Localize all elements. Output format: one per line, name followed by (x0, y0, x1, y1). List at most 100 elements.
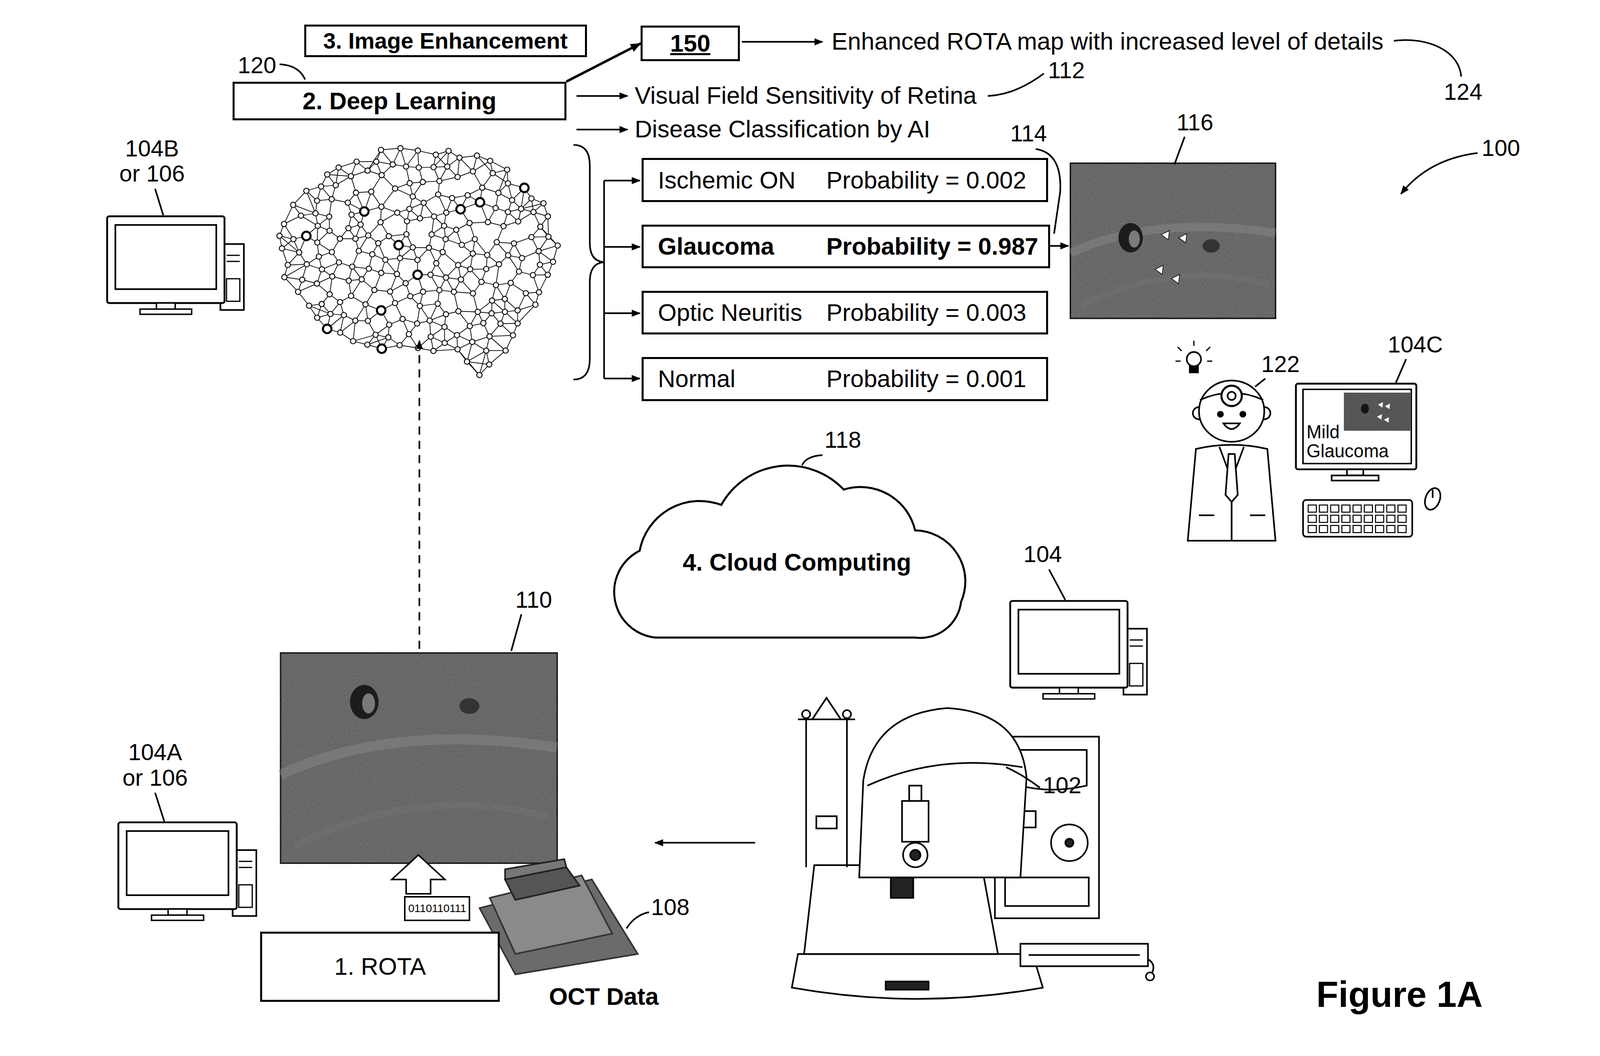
network-neuron (470, 168, 476, 175)
network-neuron (394, 240, 404, 250)
network-link (495, 264, 499, 286)
network-neuron (364, 341, 371, 348)
network-neuron (285, 262, 291, 268)
callout-number: 116 (1176, 109, 1214, 136)
network-neuron (441, 223, 448, 229)
keyboard (1303, 499, 1413, 537)
keyboard-key (1397, 525, 1407, 533)
network-neuron (486, 361, 493, 368)
network-neuron (530, 272, 536, 278)
network-neuron (315, 223, 321, 229)
network-neuron (302, 231, 311, 241)
network-neuron (368, 188, 374, 195)
computer-monitor (107, 216, 245, 314)
network-neuron (382, 257, 388, 263)
network-neuron (385, 233, 392, 240)
network-neuron (353, 189, 359, 196)
workstation (1295, 383, 1444, 537)
callout-number: 100 (1481, 135, 1521, 161)
network-neuron (296, 249, 303, 256)
keyboard-key (1386, 504, 1395, 512)
network-neuron (435, 191, 442, 198)
disc-cup (1128, 230, 1140, 248)
tie (1225, 453, 1238, 502)
network-neuron (403, 280, 409, 286)
network-neuron (417, 215, 424, 222)
monitor-neck (167, 908, 187, 915)
network-neuron (496, 261, 502, 268)
console-panel (1005, 877, 1089, 906)
eyepiece (902, 800, 929, 842)
network-neuron (316, 253, 322, 260)
chin-cup (816, 816, 838, 829)
network-neuron (420, 288, 427, 295)
network-neuron (528, 195, 535, 202)
network-neuron (486, 333, 493, 340)
annotation-text: Enhanced ROTA map with increased level o… (831, 28, 1384, 56)
network-neuron (348, 212, 355, 218)
keyboard-key (1319, 504, 1328, 512)
keyboard-key (1341, 504, 1350, 512)
mouth (1223, 423, 1241, 429)
network-link (284, 205, 294, 225)
network-neuron (355, 248, 362, 254)
network-neuron (385, 334, 391, 340)
network-neuron (493, 205, 499, 212)
annotation-text: Visual Field Sensitivity of Retina (634, 82, 977, 110)
keyboard-key (1308, 525, 1317, 533)
network-neuron (352, 236, 359, 242)
network-neuron (510, 332, 516, 338)
network-neuron (303, 187, 310, 194)
monitor-base (139, 308, 192, 314)
network-neuron (443, 311, 449, 317)
network-neuron (337, 236, 343, 242)
network-neuron (326, 291, 333, 298)
lightbulb (1186, 351, 1202, 366)
network-link (457, 349, 480, 375)
optic-disc (349, 684, 379, 719)
network-neuron (413, 270, 423, 279)
network-neuron (328, 196, 335, 203)
network-neuron (389, 161, 396, 168)
coat-lines (1198, 501, 1266, 541)
oct-machine (791, 697, 1155, 999)
hood-seam (867, 762, 1023, 785)
classification-box: Optic NeuritisProbability = 0.003 (641, 290, 1048, 335)
network-neuron (426, 245, 433, 251)
network-neuron (441, 324, 448, 330)
machine-base (791, 953, 1044, 999)
leader-line (1049, 568, 1066, 600)
network-neuron (455, 262, 462, 268)
network-neuron (352, 317, 359, 324)
monitor-bezel (1295, 383, 1417, 470)
callout-number: 104C (1387, 331, 1444, 358)
network-neuron (454, 174, 461, 180)
network-neuron (329, 273, 336, 280)
callout-number: 110 (515, 586, 552, 613)
network-neuron (295, 289, 301, 295)
network-neuron (480, 320, 487, 326)
branch-line (603, 180, 606, 379)
marker-triangle (1384, 403, 1390, 410)
network-neuron (476, 372, 483, 378)
network-neuron (505, 209, 511, 215)
monitor-base (151, 914, 204, 920)
monitor-screen (1018, 609, 1120, 674)
binary-box: 0110110111 (404, 895, 471, 922)
network-neuron (416, 164, 422, 171)
chinrest-top (812, 697, 841, 720)
network-neuron (378, 204, 385, 210)
network-neuron (466, 220, 473, 226)
keyboard-key (1352, 525, 1361, 533)
network-neuron (454, 332, 460, 338)
network-neuron (279, 245, 285, 252)
network-neuron (378, 270, 384, 276)
coat (1187, 444, 1276, 541)
network-neuron (507, 280, 514, 286)
chinrest-knob (843, 709, 852, 718)
reference-box: 150 (640, 25, 740, 62)
network-neuron (514, 307, 521, 314)
network-neuron (451, 289, 457, 295)
probability-value: Probability = 0.987 (826, 232, 1039, 261)
